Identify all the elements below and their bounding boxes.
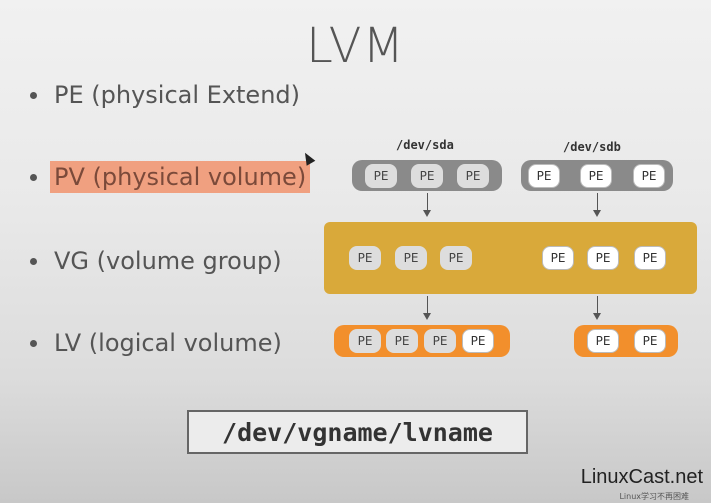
pe-block: PE xyxy=(634,246,666,270)
bullet-lv: LV (logical volume) xyxy=(30,327,286,359)
brand-tagline: Linux学习不再困难 xyxy=(619,492,689,501)
pe-block: PE xyxy=(349,329,381,353)
pe-block: PE xyxy=(395,246,427,270)
pe-block: PE xyxy=(462,329,494,353)
slide-title: LVM xyxy=(306,18,405,74)
arrow-down-icon xyxy=(593,193,601,217)
pe-block: PE xyxy=(528,164,560,188)
pe-block: PE xyxy=(634,329,666,353)
bullet-dot-icon xyxy=(30,339,37,347)
pe-block: PE xyxy=(386,329,418,353)
lv-path: /dev/vgname/lvname xyxy=(187,410,528,454)
pe-block: PE xyxy=(349,246,381,270)
bullet-label: LV (logical volume) xyxy=(54,329,282,357)
pe-block: PE xyxy=(440,246,472,270)
pe-block: PE xyxy=(457,164,489,188)
device-label-sdb: /dev/sdb xyxy=(563,140,621,154)
bullet-pv: PV (physical volume) xyxy=(30,161,311,193)
bullet-vg: VG (volume group) xyxy=(30,245,286,277)
bullet-label: PE (physical Extend) xyxy=(54,81,300,109)
pe-block: PE xyxy=(587,329,619,353)
pe-block: PE xyxy=(587,246,619,270)
bullet-label-highlighted: PV (physical volume) xyxy=(50,161,311,193)
pe-block: PE xyxy=(424,329,456,353)
arrow-down-icon xyxy=(423,193,431,217)
pe-block: PE xyxy=(542,246,574,270)
device-label-sda: /dev/sda xyxy=(396,138,454,152)
pe-block: PE xyxy=(580,164,612,188)
pe-block: PE xyxy=(411,164,443,188)
bullet-pe: PE (physical Extend) xyxy=(30,79,304,111)
bullet-dot-icon xyxy=(30,173,37,181)
arrow-down-icon xyxy=(593,296,601,320)
bullet-dot-icon xyxy=(30,257,37,265)
brand-name: LinuxCast.net xyxy=(580,466,703,488)
bullet-label: VG (volume group) xyxy=(54,247,282,275)
bullet-dot-icon xyxy=(30,91,37,99)
arrow-down-icon xyxy=(423,296,431,320)
pe-block: PE xyxy=(633,164,665,188)
brand-logo: LinuxCast.net Linux学习不再困难 xyxy=(581,466,703,502)
pe-block: PE xyxy=(365,164,397,188)
